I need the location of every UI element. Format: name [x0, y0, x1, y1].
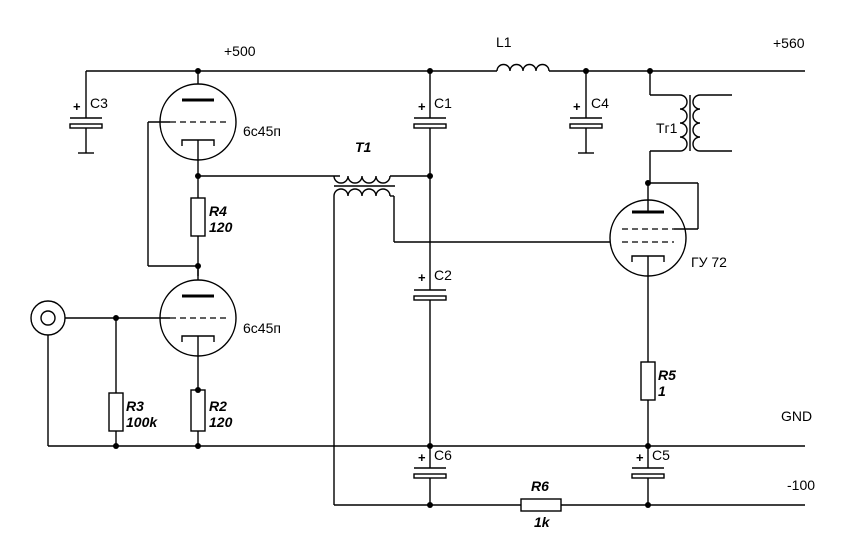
- label-c1: C1: [434, 95, 452, 111]
- label-r6-name: R6: [531, 478, 549, 494]
- c3-polarity: +: [73, 99, 81, 114]
- c5-polarity: +: [636, 450, 644, 465]
- label-r4-value: 120: [209, 219, 233, 235]
- label-r4-name: R4: [209, 203, 227, 219]
- label-l1: L1: [496, 34, 512, 50]
- transformer-tr1: [649, 71, 732, 183]
- label-v2: 6с45п: [243, 320, 281, 336]
- capacitor-c1: [413, 71, 447, 290]
- capacitor-c4: [569, 71, 603, 154]
- c2-polarity: +: [418, 270, 426, 285]
- label-c2: C2: [434, 267, 452, 283]
- resistor-r5: [640, 361, 656, 446]
- label-r3-name: R3: [126, 398, 144, 414]
- c1-polarity: +: [418, 99, 426, 114]
- tube-v3: [609, 182, 699, 362]
- tube-v2: [159, 266, 237, 390]
- label-c3: C3: [90, 95, 108, 111]
- resistor-r3: [108, 318, 124, 446]
- label-r5-name: R5: [658, 367, 676, 383]
- label-r3-value: 100k: [126, 414, 158, 430]
- transformer-t1: [333, 175, 622, 505]
- resistor-r2: [190, 389, 206, 446]
- resistor-r6: [520, 498, 562, 512]
- label-minus100: -100: [787, 477, 815, 493]
- capacitor-c2: [413, 289, 447, 446]
- label-plus500: +500: [224, 43, 256, 59]
- tube-v1: [148, 71, 237, 176]
- label-c4: C4: [591, 95, 609, 111]
- label-c6: C6: [434, 447, 452, 463]
- label-r6-value: 1k: [534, 514, 551, 530]
- inductor-l1: [496, 63, 550, 72]
- label-tr1: Тг1: [656, 120, 678, 136]
- resistor-r4: [190, 176, 206, 276]
- label-t1: T1: [355, 139, 372, 155]
- c4-polarity: +: [573, 99, 581, 114]
- label-r2-name: R2: [209, 398, 227, 414]
- label-v1: 6с45п: [243, 123, 281, 139]
- label-r5-value: 1: [658, 383, 666, 399]
- label-r2-value: 120: [209, 414, 233, 430]
- label-c5: C5: [652, 447, 670, 463]
- label-v3: ГУ 72: [691, 254, 727, 270]
- c6-polarity: +: [418, 450, 426, 465]
- rail-minus100: [334, 498, 805, 512]
- junction-dots: [113, 68, 653, 508]
- label-gnd: GND: [781, 408, 812, 424]
- capacitor-c5: [631, 446, 665, 505]
- label-plus560: +560: [773, 35, 805, 51]
- capacitor-c3: [69, 108, 103, 154]
- capacitor-c6: [413, 446, 447, 505]
